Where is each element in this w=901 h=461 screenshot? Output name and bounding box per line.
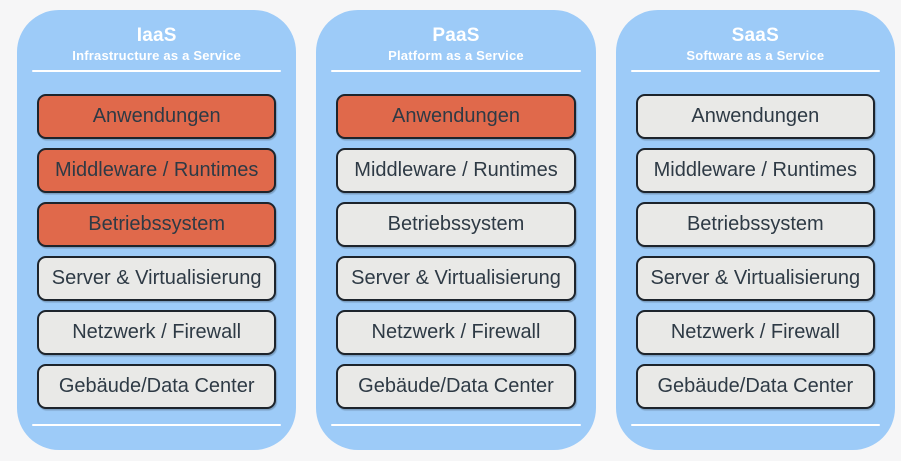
layer-box: Anwendungen xyxy=(37,94,277,139)
column-title: IaaS xyxy=(136,25,177,46)
layer-box: Netzwerk / Firewall xyxy=(336,310,576,355)
layer-box: Betriebssystem xyxy=(336,202,576,247)
layer-box: Server & Virtualisierung xyxy=(635,256,875,301)
column-title: SaaS xyxy=(731,25,779,46)
column-iaas: IaaS Infrastructure as a Service Anwendu… xyxy=(17,10,297,450)
layer-box: Netzwerk / Firewall xyxy=(37,310,277,355)
layer-stack: Anwendungen Middleware / Runtimes Betrie… xyxy=(331,94,580,418)
footer-divider xyxy=(331,424,581,426)
column-saas: SaaS Software as a Service Anwendungen M… xyxy=(615,10,895,450)
column-subtitle: Infrastructure as a Service xyxy=(72,48,242,63)
layer-box: Gebäude/Data Center xyxy=(336,364,576,409)
column-title: PaaS xyxy=(432,25,480,46)
header-divider xyxy=(630,70,880,72)
layer-box: Server & Virtualisierung xyxy=(37,256,277,301)
layer-box: Middleware / Runtimes xyxy=(635,148,875,193)
layer-box: Netzwerk / Firewall xyxy=(635,310,875,355)
header-divider xyxy=(331,70,581,72)
footer-divider xyxy=(630,424,880,426)
layer-box: Anwendungen xyxy=(635,94,875,139)
layer-box: Betriebssystem xyxy=(37,202,277,247)
column-subtitle: Software as a Service xyxy=(686,48,825,63)
layer-box: Betriebssystem xyxy=(635,202,875,247)
layer-box: Middleware / Runtimes xyxy=(336,148,576,193)
layer-box: Anwendungen xyxy=(336,94,576,139)
column-paas: PaaS Platform as a Service Anwendungen M… xyxy=(316,10,596,450)
layer-box: Gebäude/Data Center xyxy=(635,364,875,409)
layer-stack: Anwendungen Middleware / Runtimes Betrie… xyxy=(32,94,281,418)
column-subtitle: Platform as a Service xyxy=(388,48,524,63)
layer-box: Gebäude/Data Center xyxy=(37,364,277,409)
header-divider xyxy=(32,70,282,72)
layer-box: Server & Virtualisierung xyxy=(336,256,576,301)
layer-stack: Anwendungen Middleware / Runtimes Betrie… xyxy=(631,94,880,418)
footer-divider xyxy=(32,424,282,426)
layer-box: Middleware / Runtimes xyxy=(37,148,277,193)
